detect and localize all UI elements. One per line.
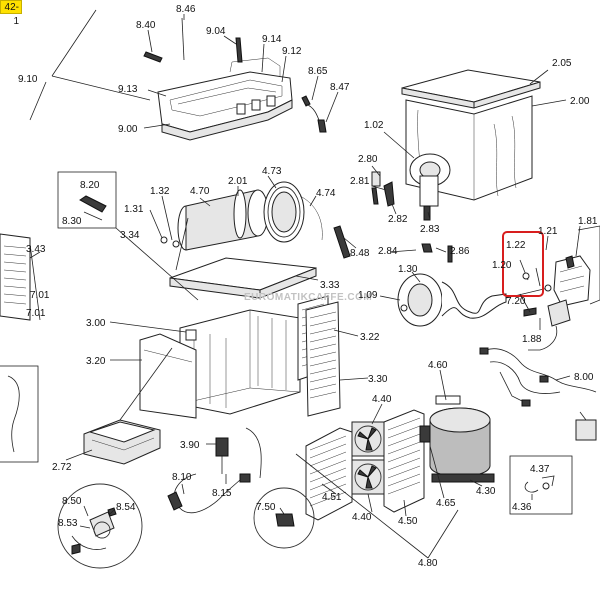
part-label: 4.70 bbox=[190, 186, 210, 197]
part-label: 4.30 bbox=[476, 486, 496, 497]
part-label: 2.00 bbox=[570, 96, 590, 107]
switch-detail-callout bbox=[57, 171, 199, 301]
part-label: 8.47 bbox=[330, 82, 350, 93]
part-label: 9.14 bbox=[262, 34, 282, 45]
detail-circle-7-50 bbox=[253, 487, 315, 549]
part-label: 3.33 bbox=[320, 280, 340, 291]
base-plate bbox=[169, 257, 319, 299]
power-parts bbox=[167, 427, 262, 514]
part-label: 7.01 bbox=[30, 290, 50, 301]
part-label: 8.48 bbox=[350, 248, 370, 259]
part-label: 8.10 bbox=[172, 472, 192, 483]
part-label: 2.86 bbox=[450, 246, 470, 257]
part-label: 8.40 bbox=[136, 20, 156, 31]
part-label: 3.00 bbox=[86, 318, 106, 329]
part-label: 9.12 bbox=[282, 46, 302, 57]
bowl-leaders bbox=[371, 69, 567, 221]
part-label: 9.00 bbox=[118, 124, 138, 135]
condenser-assembly bbox=[305, 395, 495, 521]
part-label: 2.05 bbox=[552, 58, 572, 69]
part-label: 1.22 bbox=[506, 240, 526, 251]
part-label: 2.01 bbox=[228, 176, 248, 187]
motor-leaders bbox=[149, 175, 357, 249]
switch-parts bbox=[79, 195, 107, 221]
part-label: 7.01 bbox=[26, 308, 46, 319]
part-label: 1.09 bbox=[358, 290, 378, 301]
condenser-leaders bbox=[295, 369, 483, 559]
electronics-leaders bbox=[519, 225, 581, 381]
part-label: 9.04 bbox=[206, 26, 226, 37]
lid-assembly bbox=[143, 17, 327, 141]
part-label: 8.46 bbox=[176, 4, 196, 15]
part-label: 4.40 bbox=[352, 512, 372, 523]
part-label: 1.31 bbox=[124, 204, 144, 215]
part-label: 4.80 bbox=[418, 558, 438, 569]
figure-ref-badge: 42-1 bbox=[0, 0, 22, 27]
lid-leaders bbox=[29, 9, 339, 129]
part-label: 4.36 bbox=[512, 502, 532, 513]
chassis bbox=[139, 295, 341, 419]
part-label: 1.88 bbox=[522, 334, 542, 345]
part-label: 4.73 bbox=[262, 166, 282, 177]
part-label: 7.50 bbox=[256, 502, 276, 513]
bowl-assembly bbox=[371, 69, 541, 221]
part-label: 4.60 bbox=[428, 360, 448, 371]
electronics-right bbox=[479, 225, 600, 441]
part-label: 8.20 bbox=[80, 180, 100, 191]
coil-partial-left bbox=[0, 365, 39, 463]
auger-assembly bbox=[397, 243, 552, 327]
part-label: 1.20 bbox=[492, 260, 512, 271]
part-label: 3.90 bbox=[180, 440, 200, 451]
part-label: 2.83 bbox=[420, 224, 440, 235]
part-label: 8.53 bbox=[58, 518, 78, 529]
auger-leaders bbox=[379, 247, 447, 301]
part-label: 4.74 bbox=[316, 188, 336, 199]
part-label: 9.10 bbox=[18, 74, 38, 85]
part-label: 4.50 bbox=[398, 516, 418, 527]
detail-box-4-37 bbox=[509, 455, 573, 515]
part-label: 3.30 bbox=[368, 374, 388, 385]
power-leaders bbox=[181, 443, 227, 495]
part-label: 4.51 bbox=[322, 492, 342, 503]
highlight-parts bbox=[519, 259, 541, 287]
part-label: 4.37 bbox=[530, 464, 550, 475]
part-label: 8.65 bbox=[308, 66, 328, 77]
part-label: 8.15 bbox=[212, 488, 232, 499]
chassis-leaders bbox=[109, 217, 369, 421]
part-label: 3.34 bbox=[120, 230, 140, 241]
detail-circle-8-50 bbox=[57, 483, 143, 569]
part-label: 2.84 bbox=[378, 246, 398, 257]
part-label: 2.82 bbox=[388, 214, 408, 225]
part-label: 1.32 bbox=[150, 186, 170, 197]
part-labels: 8.40 8.46 9.04 9.14 9.12 9.10 9.13 9.00 … bbox=[18, 4, 598, 569]
part-label: 4.40 bbox=[372, 394, 392, 405]
part-label: 1.81 bbox=[578, 216, 598, 227]
part-label: 1.02 bbox=[364, 120, 384, 131]
part-label: 2.80 bbox=[358, 154, 378, 165]
part-label: 2.81 bbox=[350, 176, 370, 187]
part-label: 3.22 bbox=[360, 332, 380, 343]
part-label: 8.54 bbox=[116, 502, 136, 513]
part-label: 9.13 bbox=[118, 84, 138, 95]
drip-tray bbox=[65, 419, 161, 465]
part-label: 8.00 bbox=[574, 372, 594, 383]
part-label: 1.21 bbox=[538, 226, 558, 237]
motor-assembly bbox=[160, 181, 351, 259]
part-label: 1.30 bbox=[398, 264, 418, 275]
part-label: 2.72 bbox=[52, 462, 72, 473]
part-label: 3.43 bbox=[26, 244, 46, 255]
watermark: EUROMATIKCAFFE.COM bbox=[244, 292, 372, 303]
part-label: 4.65 bbox=[436, 498, 456, 509]
side-panel-partial bbox=[0, 233, 41, 321]
part-label: 7.20 bbox=[506, 296, 526, 307]
part-label: 8.30 bbox=[62, 216, 82, 227]
part-label: 8.50 bbox=[62, 496, 82, 507]
part-label: 3.20 bbox=[86, 356, 106, 367]
highlight-box-1-22 bbox=[502, 231, 544, 297]
